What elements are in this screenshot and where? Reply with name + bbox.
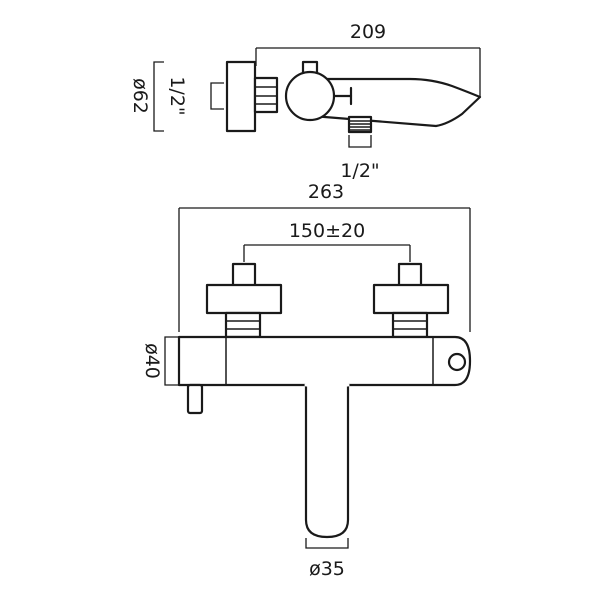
body-diameter-label: ø40 (141, 343, 163, 379)
width-dimension: 263 (178, 181, 471, 332)
vertical-spout (304, 385, 350, 539)
front-view: 263 150±20 (141, 181, 472, 580)
diameter-label: ø62 (129, 78, 151, 114)
centres-label: 150±20 (289, 220, 365, 242)
body-diameter-dimension: ø40 (141, 336, 179, 386)
wall-flange (225, 60, 257, 133)
left-flange (205, 283, 283, 315)
centres-dimension: 150±20 (243, 220, 411, 262)
diverter-knob (284, 70, 336, 122)
connector-nut (253, 76, 279, 114)
inlet-dimension: 1/2" (166, 76, 224, 116)
inlet-label: 1/2" (166, 76, 188, 115)
thermostat-indicator (447, 352, 467, 372)
right-inlet (372, 262, 450, 339)
outlet-label: 1/2" (340, 160, 379, 182)
top-view: 209 ø62 1/2" (129, 21, 482, 182)
right-flange (372, 283, 450, 315)
left-inlet (205, 262, 283, 339)
length-label: 209 (350, 21, 386, 43)
diverter-button (186, 383, 204, 415)
spout-arm (298, 77, 482, 128)
width-label: 263 (308, 181, 344, 203)
diameter-dimension: ø62 (129, 61, 164, 132)
spout-diameter-label: ø35 (309, 558, 345, 580)
spout-diameter-dimension: ø35 (305, 538, 349, 580)
length-dimension: 209 (255, 21, 481, 98)
main-body (177, 335, 472, 387)
